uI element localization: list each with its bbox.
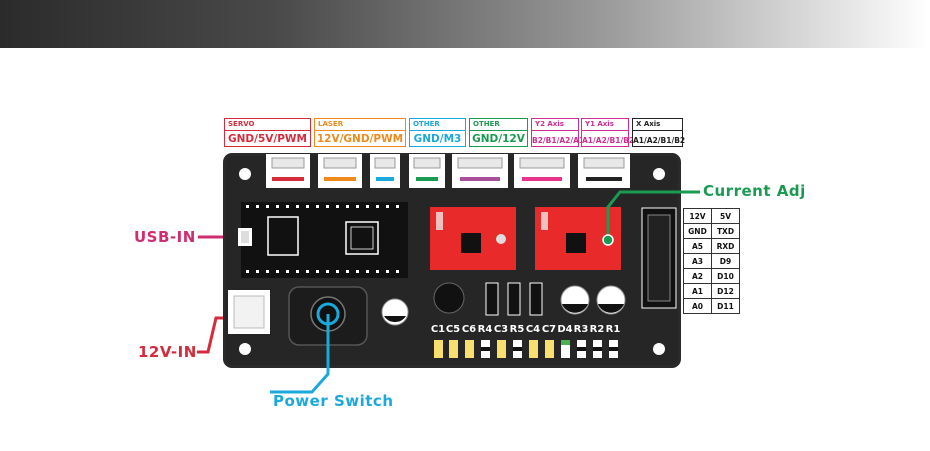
connector-tag-title: Y1 Axis	[585, 120, 614, 128]
connector-tag-other-m3: OTHER GND/M3	[409, 118, 466, 147]
component-label: C3	[494, 324, 508, 335]
component-label: R3	[574, 324, 589, 335]
mount-hole	[653, 343, 665, 355]
connector-other-m3	[370, 154, 400, 188]
connector-tag-laser: LASER 12V/GND/PWM	[314, 118, 406, 147]
component-label: C6	[462, 324, 476, 335]
connector-tag-title: OTHER	[473, 120, 500, 128]
component-label: C5	[446, 324, 460, 335]
stepper-driver-1	[430, 207, 516, 270]
connector-tag-pins: GND/12V	[472, 133, 525, 145]
current-adj-label: Current Adj	[703, 182, 806, 200]
smd-components	[434, 340, 618, 358]
mount-hole	[653, 168, 665, 180]
component-label: R1	[606, 324, 621, 335]
capacitor	[433, 282, 465, 314]
pin-table-cell: TXD	[711, 223, 740, 239]
component-label: C7	[542, 324, 556, 335]
connector-tag-pins: A1/A2/B1/B2	[633, 136, 686, 145]
connector-tag-pins: A1/A2/B1/B2	[582, 136, 635, 145]
power-switch-leader	[270, 314, 330, 394]
header-banner	[0, 0, 930, 48]
connector-tag-pins: GND/M3	[413, 133, 462, 145]
connector-tag-pins: B2/B1/A2/A1	[532, 136, 585, 145]
pin-table-cell: RXD	[711, 238, 740, 254]
pin-table-cell: D12	[711, 283, 740, 299]
component-label: D4	[557, 324, 572, 335]
connector-tag-title: SERVO	[228, 120, 255, 128]
connector-tag-other-12v: OTHER GND/12V	[469, 118, 528, 147]
connector-x	[578, 154, 630, 188]
connector-servo	[266, 154, 310, 188]
connector-tag-divider	[315, 130, 405, 131]
connector-tag-title: X Axis	[636, 120, 661, 128]
pin-table-cell: D10	[711, 268, 740, 284]
usb-in-label: USB-IN	[134, 228, 196, 246]
connector-tag-title: OTHER	[413, 120, 440, 128]
component-label: R4	[478, 324, 493, 335]
connector-laser	[318, 154, 362, 188]
connector-tag-divider	[410, 130, 465, 131]
pin-table-cell: A2	[683, 268, 712, 284]
connector-other-12v	[409, 154, 445, 188]
pin-table-cell: A5	[683, 238, 712, 254]
pin-table-cell: 12V	[683, 208, 712, 224]
connector-tag-pins: 12V/GND/PWM	[316, 133, 404, 145]
pin-table-cell: A0	[683, 298, 712, 314]
pin-table-cell: GND	[683, 223, 712, 239]
pin-table-cell: D11	[711, 298, 740, 314]
connector-tag-divider	[633, 130, 682, 131]
ic-chip-small	[267, 216, 299, 256]
pin-table-cell: D9	[711, 253, 740, 269]
connector-y2-b	[514, 154, 570, 188]
mount-hole	[239, 343, 251, 355]
connector-tag-pins: GND/5V/PWM	[228, 133, 307, 145]
connector-tag-divider	[532, 130, 578, 131]
connector-tag-divider	[225, 130, 310, 131]
connector-tag-divider	[582, 130, 628, 131]
power-switch-label: Power Switch	[273, 392, 394, 410]
component-label: C4	[526, 324, 540, 335]
pin-table-cell: 5V	[711, 208, 740, 224]
connector-tag-title: Y2 Axis	[535, 120, 564, 128]
pin-table-cell: A1	[683, 283, 712, 299]
component-label: C1	[431, 324, 445, 335]
pin-table-cell: A3	[683, 253, 712, 269]
v12-in-label: 12V-IN	[138, 343, 197, 361]
connector-tag-title: LASER	[318, 120, 344, 128]
component-label: R2	[590, 324, 605, 335]
current-adj-pot	[602, 234, 614, 246]
connector-tag-divider	[470, 130, 527, 131]
arduino-nano	[241, 202, 408, 278]
connector-tag-servo: SERVO GND/5V/PWM	[224, 118, 311, 147]
component-label: R5	[510, 324, 525, 335]
current-adj-leader	[606, 190, 700, 240]
connector-y2-a	[452, 154, 508, 188]
mount-hole	[239, 168, 251, 180]
